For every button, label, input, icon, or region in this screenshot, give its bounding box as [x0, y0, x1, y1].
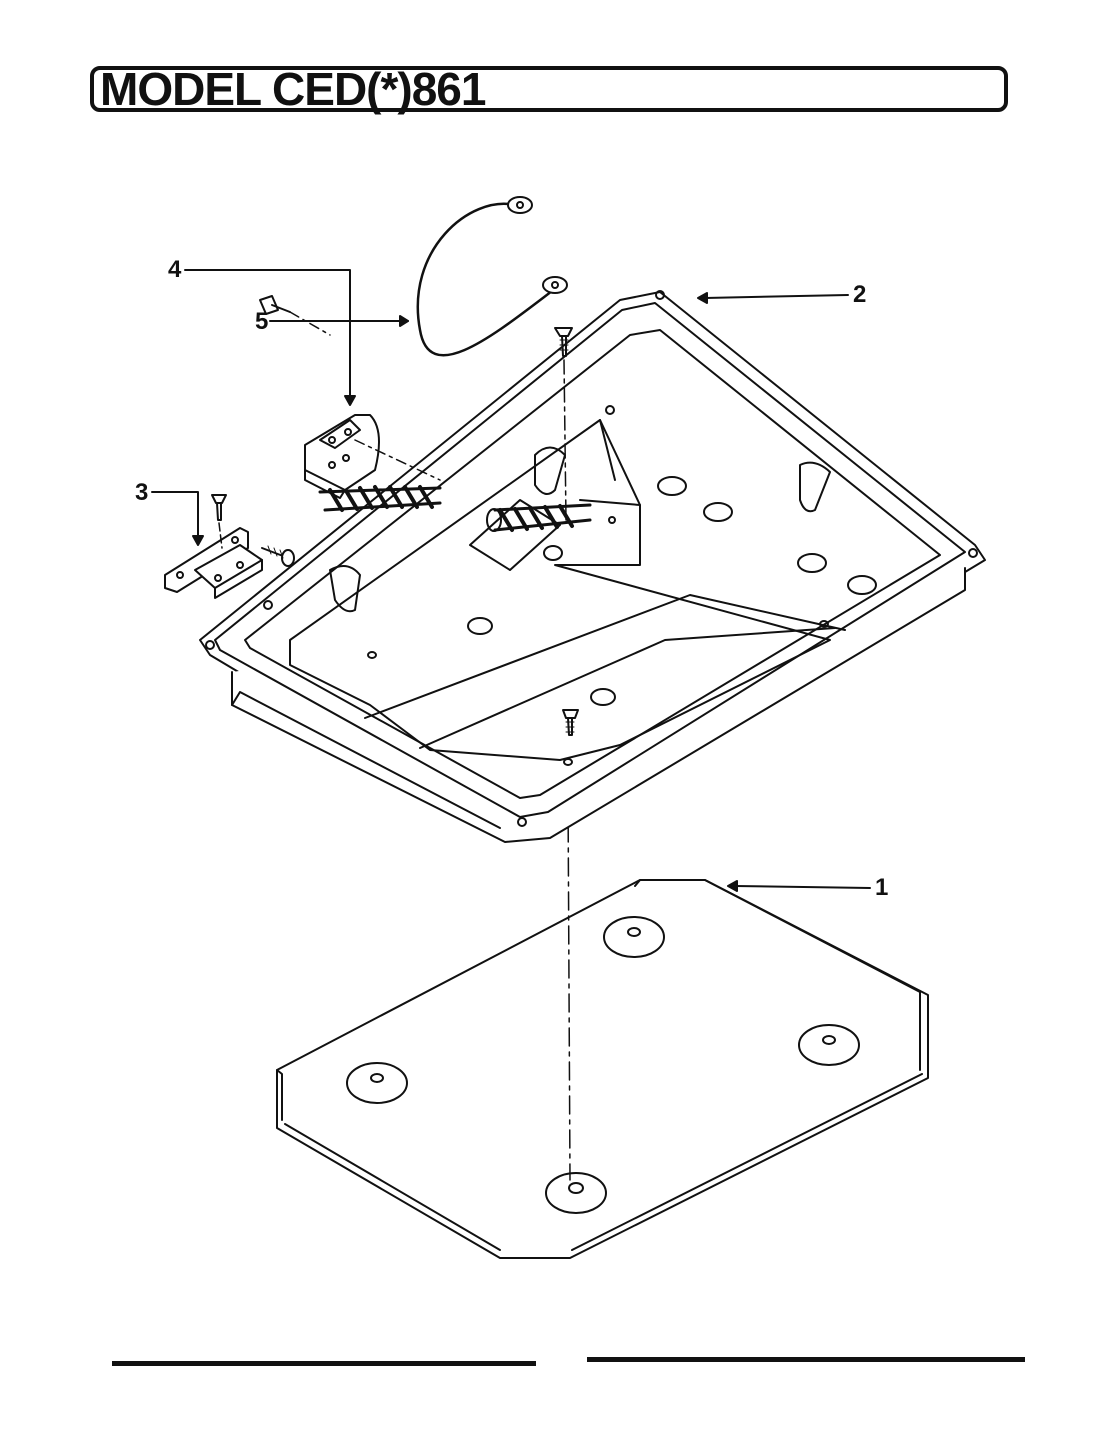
callout-3-label: 3 — [135, 479, 149, 506]
callout-5-label: 5 — [255, 308, 269, 335]
part-1-bottom-plate — [276, 879, 929, 1259]
part-3-terminal-plate — [164, 494, 295, 599]
pan-mounting-screw — [562, 709, 579, 736]
alignment-line — [567, 789, 571, 1181]
footer-rule-right — [587, 1357, 1025, 1362]
flex-conduit — [318, 485, 592, 532]
footer-rule-left — [112, 1361, 536, 1366]
page-title: MODEL CED(*)861 — [100, 63, 486, 115]
part-4-clamp-bracket — [259, 295, 441, 499]
callout-2-label: 2 — [853, 281, 867, 308]
title-frame — [90, 66, 1008, 112]
callout-1-label: 1 — [875, 874, 889, 901]
part-2-top-pan — [199, 290, 986, 843]
callout-4-label: 4 — [168, 256, 182, 283]
part-5-ground-strap — [416, 196, 573, 521]
callout-leaders — [151, 269, 871, 892]
